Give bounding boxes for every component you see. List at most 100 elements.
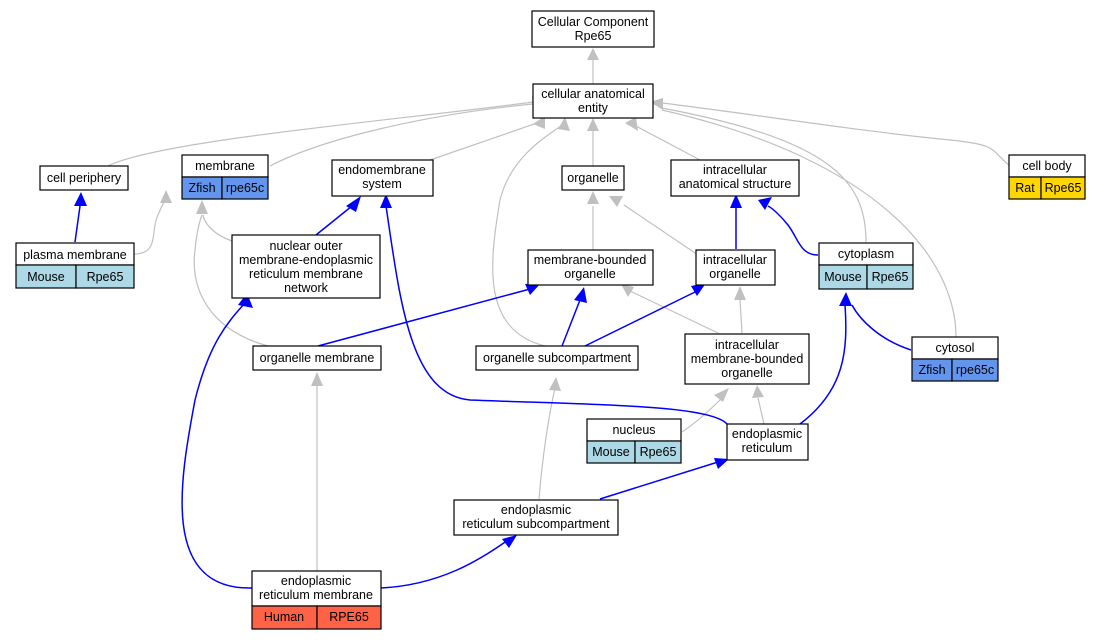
node-label: endoplasmic bbox=[501, 503, 571, 517]
edge-er-to-imbo bbox=[757, 397, 765, 425]
arrowhead-blue bbox=[74, 192, 87, 206]
node-er-subcompartment[interactable]: endoplasmic reticulum subcompartment bbox=[453, 499, 619, 536]
node-label: reticulum membrane bbox=[249, 267, 363, 281]
species-cell-mouse bbox=[818, 264, 868, 290]
node-label: endoplasmic bbox=[732, 427, 802, 441]
edge-er-to-endomembrane bbox=[385, 205, 728, 425]
edge-cytosol-to-cae bbox=[661, 109, 957, 338]
edge-ermembrane-to-nucouter bbox=[181, 302, 253, 589]
edge-cytoplasm-to-ias bbox=[767, 205, 819, 256]
arrowhead-gray bbox=[714, 388, 729, 402]
node-label: Cellular Component bbox=[538, 15, 649, 29]
node-label: plasma membrane bbox=[23, 248, 127, 262]
arrowheads bbox=[74, 48, 852, 548]
edge-orgsub-to-mbo bbox=[561, 299, 581, 347]
edge-ermembrane-to-ersub bbox=[380, 539, 509, 589]
arrowhead-blue bbox=[691, 283, 706, 296]
node-label: cell body bbox=[1022, 159, 1072, 173]
node-nucleus[interactable]: nucleus Mouse Rpe65 bbox=[586, 418, 682, 464]
arrowhead-blue bbox=[525, 283, 541, 295]
node-label: membrane bbox=[195, 159, 255, 173]
gene-cell-human bbox=[316, 605, 382, 630]
edge-cytosol-to-cytoplasm bbox=[851, 304, 912, 351]
node-label: cytoplasm bbox=[838, 247, 894, 261]
gene-label: rpe65c bbox=[226, 181, 264, 195]
node-label: reticulum subcompartment bbox=[462, 517, 610, 531]
node-label: intracellular bbox=[703, 253, 767, 267]
node-endoplasmic-reticulum[interactable]: endoplasmic reticulum bbox=[726, 423, 809, 461]
species-label: Rat bbox=[1015, 181, 1035, 195]
node-label: Rpe65 bbox=[575, 29, 612, 43]
arrowhead-gray bbox=[533, 116, 545, 129]
gene-label: rpe65c bbox=[956, 363, 994, 377]
node-intracellular-anatomical-structure[interactable]: intracellular anatomical structure bbox=[670, 159, 800, 197]
edge-membrane-to-cae bbox=[269, 103, 534, 167]
node-cell-body[interactable]: cell body Rat Rpe65 bbox=[1008, 154, 1086, 200]
arrowhead-gray bbox=[196, 200, 208, 214]
node-label: cytosol bbox=[936, 341, 975, 355]
node-organelle[interactable]: organelle bbox=[561, 165, 625, 191]
node-intracellular-membrane-bounded-organelle[interactable]: intracellular membrane-bounded organelle bbox=[684, 333, 810, 385]
node-cytosol[interactable]: cytosol Zfish rpe65c bbox=[911, 336, 999, 382]
edge-ersub-to-er bbox=[599, 461, 719, 500]
node-cytoplasm[interactable]: cytoplasm Mouse Rpe65 bbox=[818, 242, 914, 290]
gene-cell-zfish bbox=[951, 358, 999, 382]
edge-er-to-cytoplasm bbox=[799, 304, 847, 425]
edge-ias-to-cae bbox=[633, 124, 701, 161]
arrowhead-blue bbox=[238, 293, 253, 308]
node-membrane-bounded-organelle[interactable]: membrane-bounded organelle bbox=[527, 249, 654, 286]
node-label: nuclear outer bbox=[270, 239, 343, 253]
node-label: network bbox=[284, 281, 329, 295]
arrowhead-gray bbox=[160, 190, 172, 203]
edge-organellesub-to-cae bbox=[492, 123, 565, 347]
node-organelle-subcompartment[interactable]: organelle subcompartment bbox=[475, 345, 639, 371]
edge-orgmembrane-to-membrane bbox=[193, 214, 269, 347]
edge-endomembrane-to-cae bbox=[429, 121, 541, 161]
node-er-membrane[interactable]: endoplasmic reticulum membrane Human RPE… bbox=[251, 570, 382, 630]
node-plasma-membrane[interactable]: plasma membrane Mouse Rpe65 bbox=[15, 242, 135, 289]
arrowhead-blue bbox=[574, 287, 587, 303]
node-nuclear-outer-membrane-er-network[interactable]: nuclear outer membrane-endoplasmic retic… bbox=[231, 234, 381, 299]
node-intracellular-organelle[interactable]: intracellular organelle bbox=[695, 249, 776, 286]
node-label: membrane-bounded bbox=[534, 253, 647, 267]
arrowhead-blue bbox=[839, 292, 852, 306]
arrowhead-gray bbox=[621, 284, 634, 297]
arrowhead-blue bbox=[380, 194, 392, 208]
edge-imbo-to-io bbox=[739, 299, 743, 334]
arrowhead-blue bbox=[730, 194, 742, 208]
node-label: organelle subcompartment bbox=[483, 351, 632, 365]
is-a-edges bbox=[107, 57, 1011, 572]
part-of-edges bbox=[74, 205, 912, 589]
edge-nucouter-to-endomembrane bbox=[315, 205, 353, 236]
node-label: organelle bbox=[721, 366, 772, 380]
arrowhead-gray bbox=[587, 118, 599, 131]
species-label: Zfish bbox=[188, 181, 215, 195]
gene-label: Rpe65 bbox=[640, 445, 677, 459]
edge-cytoplasm-to-cae bbox=[661, 107, 867, 243]
species-label: Mouse bbox=[27, 270, 65, 284]
node-organelle-membrane[interactable]: organelle membrane bbox=[252, 345, 382, 371]
node-label: nucleus bbox=[612, 423, 655, 437]
edge-ersub-to-orgsub bbox=[538, 387, 556, 500]
node-cellular-anatomical-entity[interactable]: cellular anatomical entity bbox=[532, 83, 654, 119]
node-cellular-component[interactable]: Cellular Component Rpe65 bbox=[531, 10, 655, 48]
edge-cellbody-to-cae bbox=[661, 102, 1011, 167]
edge-orgsub-to-io bbox=[584, 291, 696, 347]
arrowhead-gray bbox=[549, 377, 561, 391]
arrowhead-blue bbox=[714, 458, 729, 469]
gene-label: Rpe65 bbox=[872, 270, 909, 284]
node-endomembrane-system[interactable]: endomembrane system bbox=[331, 159, 434, 197]
species-label: Human bbox=[264, 610, 304, 624]
node-label: entity bbox=[578, 101, 609, 115]
gene-cell-mouse bbox=[866, 264, 914, 290]
node-label: anatomical structure bbox=[679, 177, 792, 191]
arrowhead-gray bbox=[734, 286, 746, 300]
node-cell-periphery[interactable]: cell periphery bbox=[39, 165, 129, 191]
gene-cell-zfish bbox=[221, 176, 269, 200]
species-label: Mouse bbox=[592, 445, 630, 459]
species-label: Mouse bbox=[824, 270, 862, 284]
node-membrane[interactable]: membrane Zfish rpe65c bbox=[181, 154, 269, 200]
arrowhead-blue bbox=[502, 535, 517, 548]
node-label: organelle bbox=[564, 267, 615, 281]
